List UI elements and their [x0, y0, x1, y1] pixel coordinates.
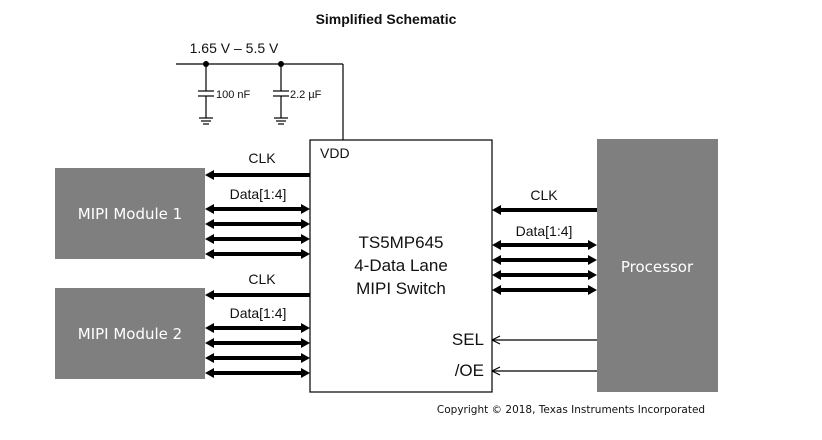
capacitor-2-label: 2.2 µF — [290, 89, 322, 101]
supply-network: 1.65 V – 5.5 V 100 nF — [176, 40, 344, 140]
mipi-module-1-label: MIPI Module 1 — [78, 205, 182, 223]
capacitor-1-label: 100 nF — [216, 89, 251, 101]
processor-clk-label: CLK — [530, 187, 558, 203]
data-arrow-right-icon — [301, 323, 310, 333]
data-arrow-right-icon — [301, 353, 310, 363]
pin-sel-label: SEL — [452, 330, 484, 349]
processor-label: Processor — [621, 258, 694, 276]
diagram-title: Simplified Schematic — [316, 11, 457, 27]
data-arrow-right-icon — [301, 249, 310, 259]
data-arrow-right-icon — [588, 240, 597, 250]
data-arrow-left-icon — [205, 353, 214, 363]
data-arrow-right-icon — [301, 338, 310, 348]
data-arrow-right-icon — [588, 285, 597, 295]
data-arrow-left-icon — [205, 249, 214, 259]
data-arrow-right-icon — [588, 270, 597, 280]
processor-buses — [492, 205, 597, 295]
ground-symbol — [199, 117, 213, 125]
data-arrow-left-icon — [205, 234, 214, 244]
data-arrow-left-icon — [205, 204, 214, 214]
module-1-buses — [205, 170, 310, 259]
ground-symbol — [274, 117, 288, 125]
data-arrow-right-icon — [301, 204, 310, 214]
oe-arrow-icon — [491, 366, 501, 376]
capacitor-100nf: 100 nF — [198, 61, 251, 125]
processor-block: Processor CLK Data[1:4] — [516, 139, 718, 392]
control-lines — [491, 335, 597, 376]
mipi-module-2: MIPI Module 2 CLK Data[1:4] — [55, 271, 286, 379]
clk-arrow-icon — [205, 290, 214, 300]
data-arrow-left-icon — [205, 368, 214, 378]
data-arrow-left-icon — [492, 240, 501, 250]
data-arrow-left-icon — [205, 219, 214, 229]
pin-vdd-label: VDD — [320, 145, 350, 161]
data-arrow-left-icon — [205, 323, 214, 333]
data-arrow-right-icon — [588, 255, 597, 265]
clk-arrow-icon — [205, 170, 214, 180]
data-arrow-left-icon — [492, 270, 501, 280]
processor-clk-arrow-icon — [492, 205, 501, 215]
chip-part-number: TS5MP645 — [358, 233, 443, 252]
module-2-buses — [205, 290, 310, 378]
mipi-module-1: MIPI Module 1 CLK Data[1:4] — [55, 150, 286, 259]
data-arrow-right-icon — [301, 219, 310, 229]
capacitor-2-2uf: 2.2 µF — [273, 61, 322, 125]
data-arrow-left-icon — [492, 255, 501, 265]
supply-voltage-label: 1.65 V – 5.5 V — [190, 40, 279, 56]
module-2-clk-label: CLK — [248, 271, 276, 287]
switch-chip: VDD TS5MP645 4-Data Lane MIPI Switch SEL… — [309, 139, 493, 393]
module-2-data-label: Data[1:4] — [230, 305, 287, 321]
mipi-module-2-label: MIPI Module 2 — [78, 325, 182, 343]
data-arrow-left-icon — [492, 285, 501, 295]
module-1-clk-label: CLK — [248, 150, 276, 166]
processor-data-label: Data[1:4] — [516, 223, 573, 239]
sel-arrow-icon — [491, 335, 501, 345]
data-arrow-right-icon — [301, 368, 310, 378]
pin-oe-label: /OE — [455, 361, 484, 380]
module-1-data-label: Data[1:4] — [230, 186, 287, 202]
chip-description-2: MIPI Switch — [356, 279, 446, 298]
data-arrow-left-icon — [205, 338, 214, 348]
data-arrow-right-icon — [301, 234, 310, 244]
chip-description-1: 4-Data Lane — [354, 256, 448, 275]
copyright-text: Copyright © 2018, Texas Instruments Inco… — [437, 404, 705, 416]
